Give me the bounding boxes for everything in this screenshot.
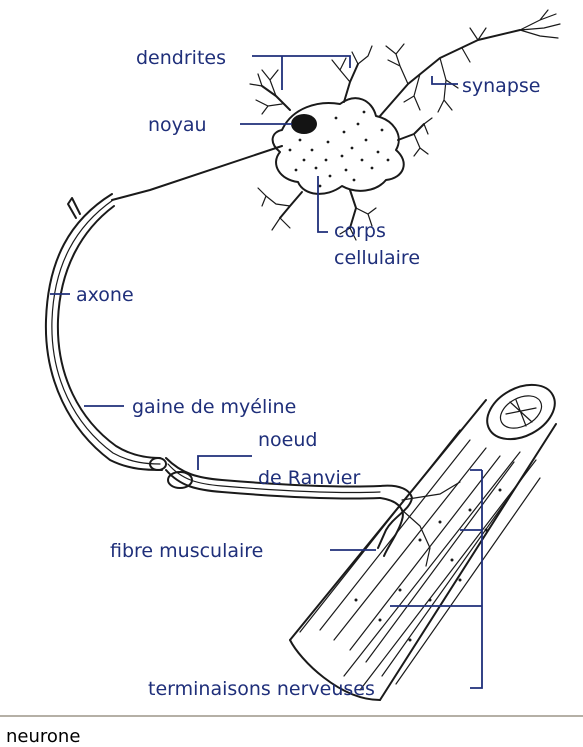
label-de-ranvier: de Ranvier (258, 467, 360, 489)
label-corps: corps (334, 220, 386, 242)
label-noyau: noyau (148, 114, 207, 136)
nucleus (291, 114, 317, 134)
label-gaine-de-myeline: gaine de myéline (132, 396, 296, 418)
caption: neurone (6, 726, 80, 747)
label-fibre-musculaire: fibre musculaire (110, 540, 263, 562)
label-terminaisons-nerveuses: terminaisons nerveuses (148, 678, 375, 700)
label-cellulaire: cellulaire (334, 247, 420, 269)
label-synapse: synapse (462, 75, 540, 97)
label-dendrites: dendrites (136, 47, 226, 69)
muscle-fiber (290, 374, 564, 700)
axon (46, 146, 460, 566)
label-axone: axone (76, 284, 134, 306)
label-noeud: noeud (258, 429, 317, 451)
